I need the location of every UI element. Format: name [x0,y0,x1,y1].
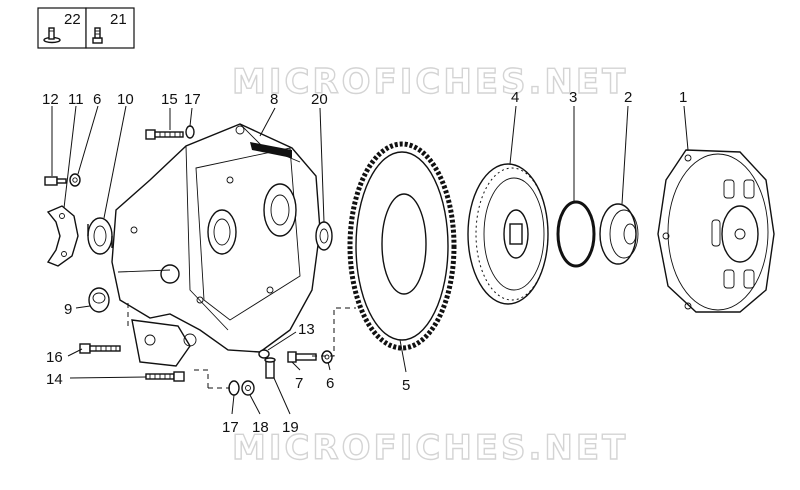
part-14-bolt[interactable] [145,371,185,382]
part-3-snap-ring[interactable] [556,200,596,268]
callout-10[interactable]: 10 [117,91,134,108]
callout-6-lower[interactable]: 6 [326,375,334,392]
callout-3[interactable]: 3 [569,89,577,106]
part-5-ring-gear[interactable] [347,141,457,351]
callout-16[interactable]: 16 [46,349,63,366]
part-6-nut-left[interactable] [69,173,81,187]
part-19-bleed-screw[interactable] [264,357,276,379]
watermark-top: MICROFICHES.NET [232,62,628,102]
bolt-icon [92,27,103,44]
callout-5[interactable]: 5 [402,377,410,394]
legend: 22 21 [37,7,135,49]
callout-6[interactable]: 6 [93,91,101,108]
part-7-bolt[interactable] [287,351,317,363]
leader-lines [51,105,689,415]
callout-13[interactable]: 13 [298,321,315,338]
callout-18[interactable]: 18 [252,419,269,436]
legend-item-22[interactable]: 22 [37,7,87,49]
legend-number: 22 [64,11,81,28]
callout-20[interactable]: 20 [311,91,328,108]
callout-8[interactable]: 8 [270,91,278,108]
callout-17-bottom[interactable]: 17 [222,419,239,436]
part-8-housing[interactable] [111,123,321,367]
part-10-bearing[interactable] [87,217,113,255]
callout-19[interactable]: 19 [282,419,299,436]
watermark-bottom: MICROFICHES.NET [232,428,628,468]
part-20-seal[interactable] [315,221,333,251]
legend-number: 21 [110,11,127,28]
callout-labels: 12 11 6 10 15 17 8 20 4 3 2 1 9 16 14 13… [42,89,687,436]
part-11-plate[interactable] [46,205,79,267]
callout-1[interactable]: 1 [679,89,687,106]
part-6-nut-right[interactable] [321,350,333,364]
part-4-clutch-disc[interactable] [467,163,549,305]
legend-item-21[interactable]: 21 [85,7,135,49]
part-1-pressure-plate[interactable] [657,149,775,313]
part-12-bolt[interactable] [44,176,67,186]
callout-9[interactable]: 9 [64,301,72,318]
callout-4[interactable]: 4 [511,89,519,106]
callout-15[interactable]: 15 [161,91,178,108]
part-17-washer-bottom[interactable] [228,380,240,396]
part-2-hub[interactable] [599,203,639,265]
callout-17-top[interactable]: 17 [184,91,201,108]
bolt-with-washer-icon [43,27,61,44]
callout-12[interactable]: 12 [42,91,59,108]
callout-14[interactable]: 14 [46,371,63,388]
callout-2[interactable]: 2 [624,89,632,106]
callout-11[interactable]: 11 [68,91,84,108]
part-16-bolt[interactable] [79,343,121,354]
callout-7[interactable]: 7 [295,375,303,392]
part-18-nut[interactable] [241,380,255,396]
part-17-washer-top[interactable] [185,125,195,139]
part-13-washer[interactable] [258,349,270,359]
part-15-bolt[interactable] [145,129,184,140]
part-9-plug[interactable] [88,287,110,313]
